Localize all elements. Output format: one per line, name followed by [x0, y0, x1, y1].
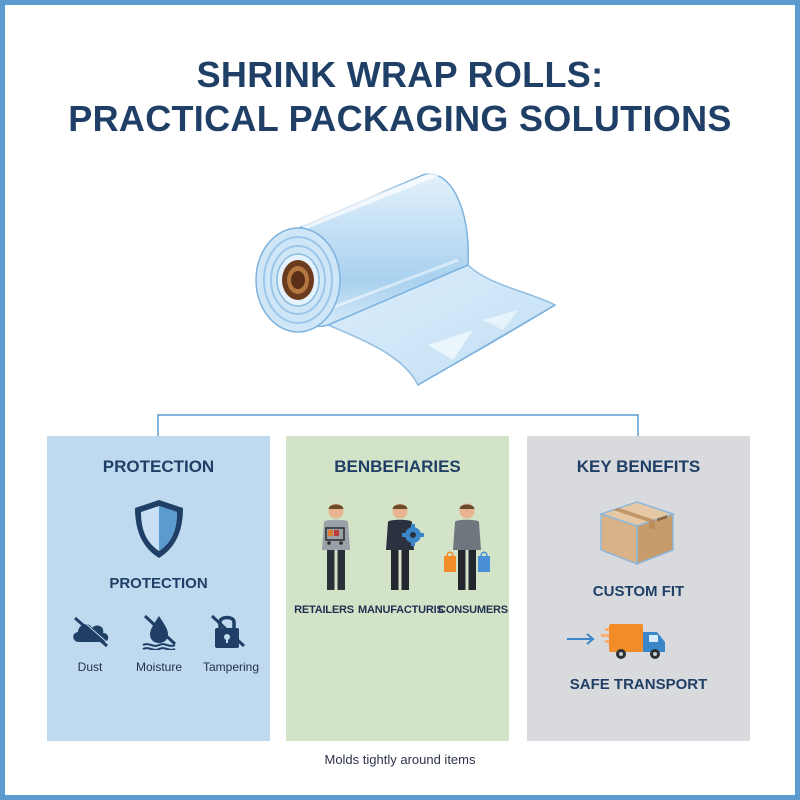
manufacturer-person-icon	[386, 503, 424, 590]
infographic-frame: SHRINK WRAP ROLLS: PRACTICAL PACKAGING S…	[5, 5, 795, 795]
safe-transport-label: SAFE TRANSPORT	[569, 676, 708, 693]
protection-subheading: PROTECTION	[109, 575, 208, 592]
page-title: SHRINK WRAP ROLLS: PRACTICAL PACKAGING S…	[5, 53, 795, 141]
title-line-2: PRACTICAL PACKAGING SOLUTIONS	[68, 98, 732, 139]
manufacturers-label: MANUFACTURIS	[358, 604, 444, 616]
protection-panel: PROTECTION PROTECTION Dust Moisture	[47, 436, 270, 741]
delivery-truck-icon	[567, 624, 665, 659]
cardboard-box-icon	[598, 501, 676, 566]
no-tampering-icon	[210, 614, 246, 648]
title-line-1: SHRINK WRAP ROLLS:	[196, 54, 604, 95]
shrink-wrap-roll-icon	[255, 170, 557, 387]
consumers-label: CONSUMERS	[438, 604, 508, 616]
footer-caption: Molds tightly around items	[324, 752, 476, 767]
no-dust-icon	[73, 615, 110, 648]
key-benefits-panel-title: KEY BENEFITS	[576, 457, 701, 476]
protection-panel-title: PROTECTION	[102, 457, 215, 476]
key-benefits-panel: KEY BENEFITS CUSTOM FIT SAFE TRANSPORT	[527, 436, 750, 741]
beneficiaries-panel-title: BENBEFIARIES	[334, 457, 461, 476]
beneficiaries-panel: BENBEFIARIES	[286, 436, 509, 741]
shield-icon	[135, 500, 183, 558]
moisture-label: Moisture	[135, 660, 182, 674]
custom-fit-label: CUSTOM FIT	[592, 583, 685, 600]
dust-label: Dust	[77, 660, 103, 674]
consumer-person-icon	[444, 503, 490, 590]
no-moisture-icon	[142, 614, 177, 650]
tampering-label: Tampering	[202, 660, 260, 674]
retailer-person-icon	[322, 503, 350, 590]
retailers-label: RETAILERS	[294, 604, 354, 616]
